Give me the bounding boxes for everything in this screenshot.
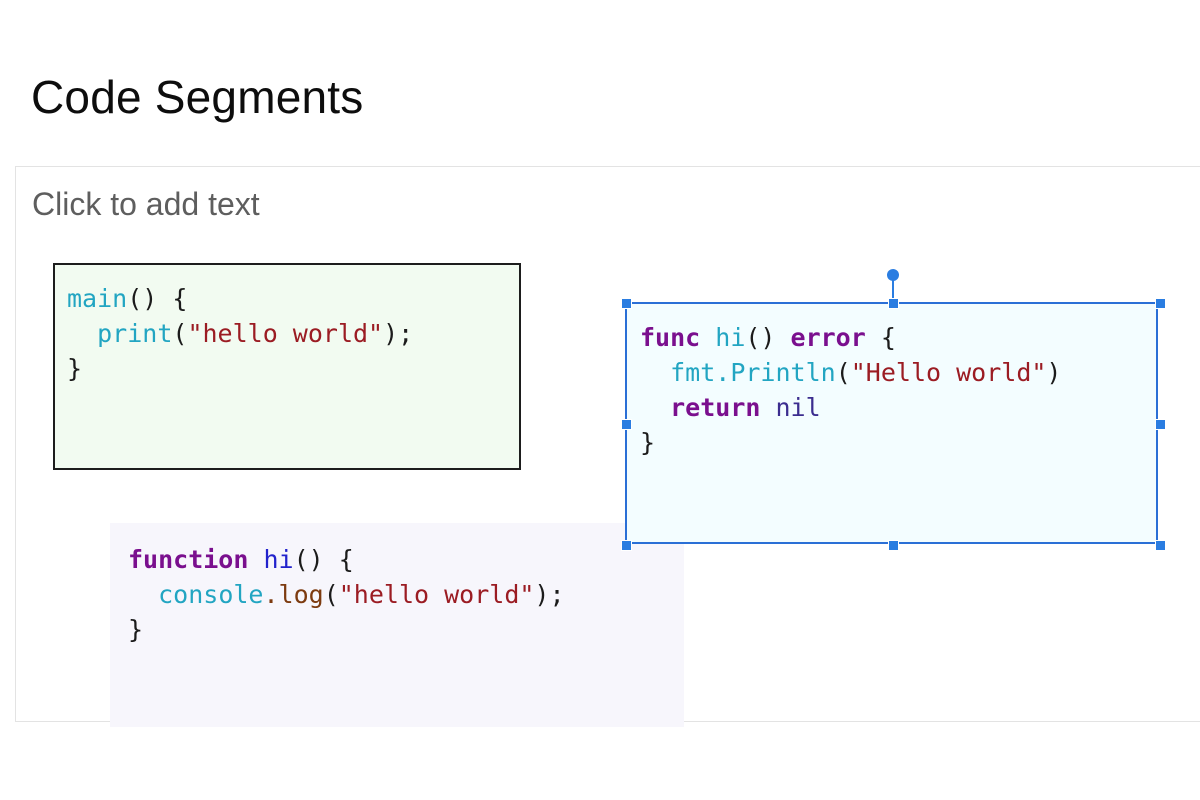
code-token xyxy=(760,393,775,422)
code-line: function hi() { xyxy=(128,542,684,577)
code-token: . xyxy=(715,358,731,387)
code-token: "Hello world" xyxy=(850,358,1047,387)
code-token: nil xyxy=(775,393,821,422)
code-line: return nil xyxy=(640,390,1158,425)
code-token: log xyxy=(278,580,324,609)
code-token: } xyxy=(67,354,83,383)
code-token: ( xyxy=(172,319,188,348)
code-token: "hello world" xyxy=(187,319,384,348)
code-token xyxy=(640,358,670,387)
code-token: . xyxy=(263,580,279,609)
code-token: ) xyxy=(1046,358,1062,387)
code-block-javascript[interactable]: function hi() { console.log("hello world… xyxy=(110,523,684,727)
code-token: ); xyxy=(534,580,565,609)
code-line: console.log("hello world"); xyxy=(128,577,684,612)
code-token xyxy=(128,580,158,609)
placeholder-prompt-text[interactable]: Click to add text xyxy=(32,186,260,222)
code-token xyxy=(67,319,97,348)
page-title[interactable]: Code Segments xyxy=(31,71,364,123)
code-token: hi xyxy=(263,545,294,574)
code-token: { xyxy=(865,323,896,352)
code-token: ( xyxy=(835,358,851,387)
code-block-go[interactable]: func hi() error { fmt.Println("Hello wor… xyxy=(625,302,1158,544)
code-token: } xyxy=(128,615,144,644)
code-token: function xyxy=(128,545,264,574)
code-token: ); xyxy=(383,319,414,348)
code-token: error xyxy=(790,323,866,352)
code-line: print("hello world"); xyxy=(67,316,519,351)
code-token: func xyxy=(640,323,716,352)
code-token: () { xyxy=(127,284,188,313)
code-token: console xyxy=(158,580,264,609)
code-line: } xyxy=(128,612,684,647)
code-line: main() { xyxy=(67,281,519,316)
code-token xyxy=(640,393,670,422)
code-line: func hi() error { xyxy=(640,320,1158,355)
code-token: main xyxy=(67,284,128,313)
code-token: hi xyxy=(715,323,746,352)
code-token: () xyxy=(745,323,791,352)
code-token: return xyxy=(670,393,761,422)
code-token: ( xyxy=(323,580,339,609)
code-block-python[interactable]: main() { print("hello world");} xyxy=(53,263,521,470)
code-token: () { xyxy=(293,545,354,574)
code-line: fmt.Println("Hello world") xyxy=(640,355,1158,390)
code-line: } xyxy=(640,425,1158,460)
code-token: } xyxy=(640,428,656,457)
code-token: print xyxy=(97,319,173,348)
code-token: fmt xyxy=(670,358,716,387)
code-line: } xyxy=(67,351,519,386)
code-token: "hello world" xyxy=(338,580,535,609)
code-token: Println xyxy=(730,358,836,387)
